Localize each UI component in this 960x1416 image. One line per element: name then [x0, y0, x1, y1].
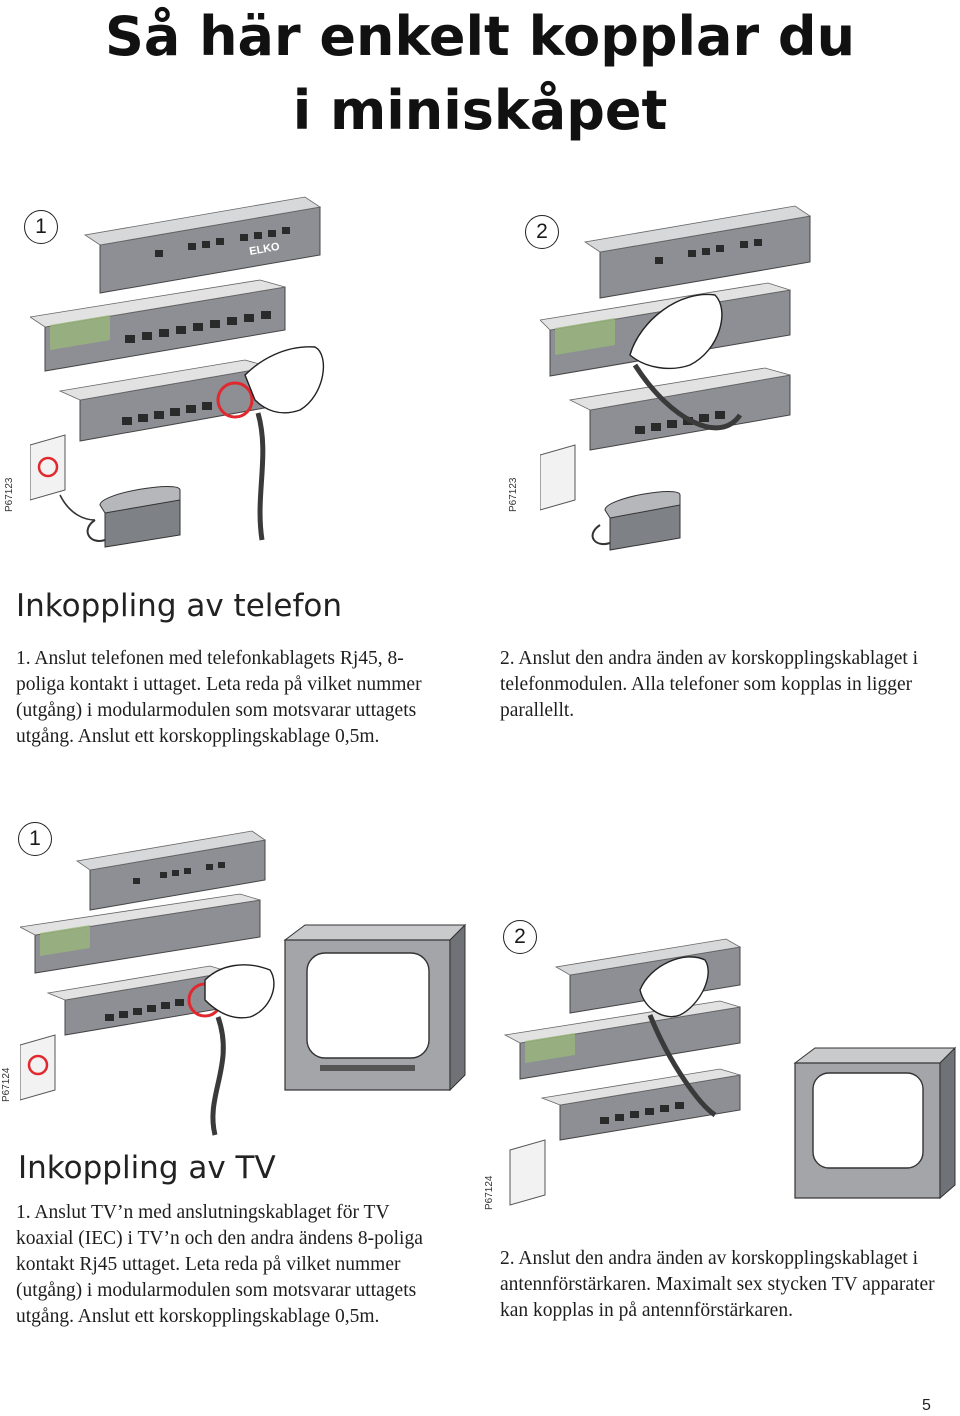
phone-illustration-1: ELKO — [30, 196, 325, 548]
text-line: 1. Anslut telefonen med telefonkablagets… — [16, 648, 404, 669]
patch-panel — [20, 893, 261, 974]
highlight-ring — [216, 381, 254, 419]
text-line: (utgång) i modularmodulen som motsvarar … — [16, 1280, 417, 1301]
page-title-line1: Så här enkelt kopplar du — [104, 5, 856, 68]
tv-section-heading: Inkoppling av TV — [18, 1150, 276, 1186]
step-2-badge: 2 — [525, 215, 559, 249]
tv-step1-text: 1. Anslut TV’n med anslutningskablaget f… — [16, 1200, 476, 1330]
figure-code: P67123 — [4, 477, 15, 512]
text-line: 2. Anslut den andra änden av korskopplin… — [500, 1248, 919, 1269]
phone-step2-text: 2. Anslut den andra änden av korskopplin… — [500, 646, 950, 724]
modular-module — [568, 367, 791, 451]
tv-illustration-2 — [503, 938, 957, 1206]
brand-label: ELKO — [248, 241, 281, 258]
text-line: kan kopplas in på antennförstärkaren. — [500, 1300, 793, 1321]
hand-drawing — [244, 346, 325, 414]
figure-code: P67124 — [484, 1175, 495, 1210]
hand-drawing — [204, 964, 275, 1019]
phone-illustration-2 — [540, 205, 812, 551]
tv-illustration-1 — [20, 830, 467, 1136]
page-title: Så här enkelt kopplar du i miniskåpet — [0, 0, 960, 148]
text-line: 2. Anslut den andra änden av korskopplin… — [500, 648, 919, 669]
step-1-badge: 1 — [18, 822, 52, 856]
text-line: koaxial (IEC) i TV’n och den andra änden… — [16, 1228, 423, 1249]
text-line: antennförstärkaren. Maximalt sex stycken… — [500, 1274, 935, 1295]
telephony-panel: ELKO — [83, 196, 322, 294]
tv-step2-text: 2. Anslut den andra änden av korskopplin… — [500, 1246, 950, 1324]
figure-code: P67123 — [508, 477, 519, 512]
text-line: utgång. Anslut ett korskopplingskablage … — [16, 726, 380, 747]
modular-module — [540, 1068, 741, 1141]
text-line: telefonmodulen. Alla telefoner som koppl… — [500, 674, 913, 695]
text-line: (utgång) i modularmodulen som motsvarar … — [16, 700, 417, 721]
modular-module — [46, 965, 231, 1036]
telephony-panel — [75, 830, 267, 911]
text-line: parallellt. — [500, 700, 575, 721]
modular-module — [58, 359, 271, 442]
patch-panel — [540, 282, 791, 377]
tv-set — [793, 1046, 957, 1200]
patch-panel — [30, 279, 286, 372]
text-line: kontakt Rj45 uttaget. Leta reda på vilke… — [16, 1254, 401, 1275]
page-number: 5 — [922, 1397, 931, 1414]
figure-code: P67124 — [1, 1067, 12, 1102]
patch-panel — [503, 1000, 741, 1080]
step-1-badge: 1 — [24, 210, 58, 244]
text-line: poliga kontakt i uttaget. Leta reda på v… — [16, 674, 422, 695]
hand-drawing — [629, 293, 723, 370]
tv-set — [283, 923, 467, 1092]
step-2-badge: 2 — [503, 920, 537, 954]
hand-drawing — [639, 956, 709, 1018]
phone-step1-text: 1. Anslut telefonen med telefonkablagets… — [16, 646, 476, 750]
phone-section-heading: Inkoppling av telefon — [16, 588, 342, 624]
text-line: 1. Anslut TV’n med anslutningskablaget f… — [16, 1202, 390, 1223]
telephony-panel — [583, 205, 812, 299]
text-line: utgång. Anslut ett korskopplingskablage … — [16, 1306, 380, 1327]
page-title-line2: i miniskåpet — [292, 79, 668, 142]
